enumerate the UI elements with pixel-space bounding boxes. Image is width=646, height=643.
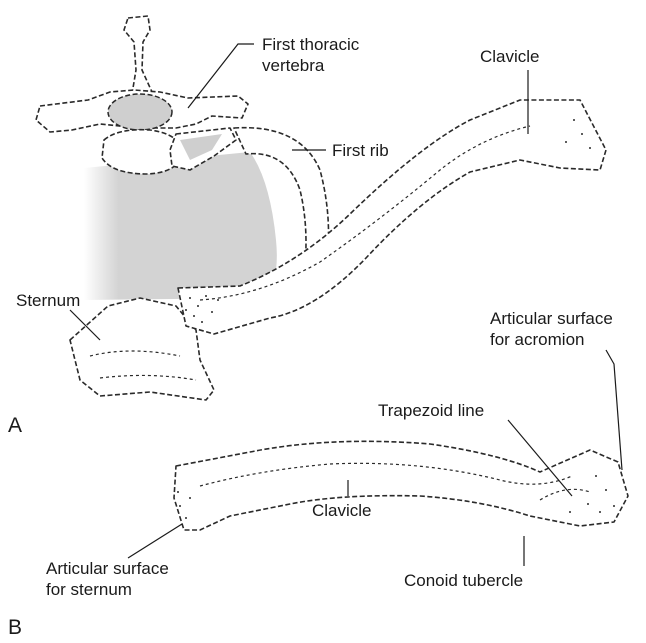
label-first-rib: First rib xyxy=(332,140,389,161)
label-clavicle-a: Clavicle xyxy=(480,46,540,67)
leader-articular-surface-acromion xyxy=(606,350,622,470)
label-conoid-tubercle: Conoid tubercle xyxy=(404,570,523,591)
vertebral-body xyxy=(108,94,172,130)
panel-letter-a: A xyxy=(8,414,22,438)
thoracic-cavity-shading xyxy=(84,152,277,300)
vertebra-lower-body xyxy=(102,130,182,174)
label-trapezoid-line: Trapezoid line xyxy=(378,400,484,421)
panel-letter-b: B xyxy=(8,616,22,640)
leader-articular-surface-sternum xyxy=(128,524,182,558)
label-first-thoracic-vertebra: First thoracic vertebra xyxy=(262,34,359,76)
label-articular-surface-sternum: Articular surface for sternum xyxy=(46,558,169,600)
label-clavicle-b: Clavicle xyxy=(312,500,372,521)
clavicle-b xyxy=(174,441,628,530)
vertebra-spinous-process xyxy=(124,16,152,94)
label-articular-surface-acromion: Articular surface for acromion xyxy=(490,308,613,350)
label-sternum: Sternum xyxy=(16,290,80,311)
